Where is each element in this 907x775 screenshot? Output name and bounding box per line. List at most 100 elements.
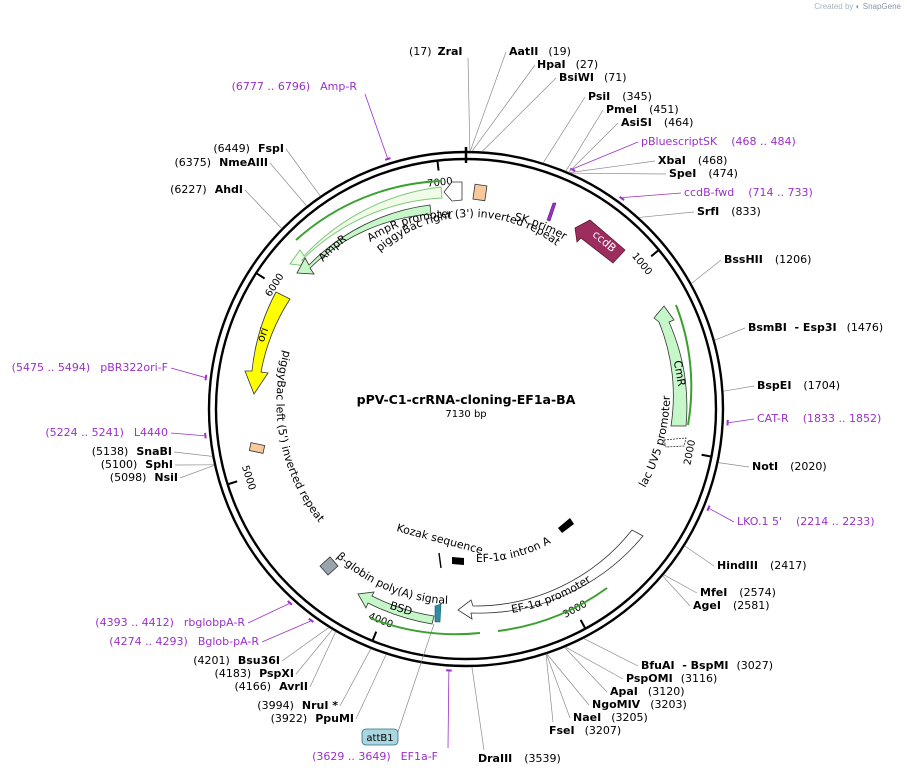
enzyme-site: FseI(3207) [549,724,621,737]
enzyme-site: (5098)NsiI [110,471,178,484]
enzyme-site: BsmBI - Esp3I(1476) [748,321,883,334]
primer-site: (4393 .. 4412)rbglobpA-R [95,616,245,629]
feature-ori: ori [244,291,291,395]
enzyme-leader-line [684,545,715,567]
enzyme-leader-line [471,64,536,152]
feature-label-cmr: CmR [671,359,688,387]
enzyme-site: NaeI(3205) [573,711,648,724]
snapgene-logo-icon: ◐ [855,2,861,11]
enzyme-site: NgoMIV(3203) [592,698,687,711]
feature-label-beta-globin: β-globin poly(A) signal [334,550,448,607]
primer-leader-line [247,603,290,624]
primer-mark [619,195,625,201]
enzyme-leader-line [295,629,333,675]
scale-tick-label: 7000 [427,176,454,190]
primer-leader-line [728,418,755,424]
enzyme-leader-line [663,574,698,594]
enzyme-site: BsiWI(71) [559,71,627,84]
enzyme-leader-line [583,638,639,667]
enzyme-site: SpeI(474) [669,167,738,180]
credit-text: Created by [814,2,854,11]
enzyme-leader-line [281,627,330,662]
feature-label-ef1-intron-a: EF-1α intron A [476,534,553,565]
feature-label-ampr: AmpR [316,232,350,264]
enzyme-site: ApaI(3120) [610,685,684,698]
primer-site: (5224 .. 5241)L4440 [45,426,168,439]
svg-text:β-globin poly(A) signal: β-globin poly(A) signal [334,550,448,607]
enzyme-site: AsiSI(464) [621,116,693,129]
enzyme-site: (4183)PspXI [215,667,294,680]
enzyme-site: (4166)AvrII [235,680,308,693]
feature-beta-globin-polya: β-globin poly(A) signal [319,550,448,607]
enzyme-leader-line [339,648,372,707]
enzyme-leader-line [471,666,485,751]
enzyme-leader-line [638,211,695,218]
enzyme-leader-line [564,647,608,693]
primer-site: LKO.1 5'(2214 .. 2233) [737,515,875,528]
enzyme-site: PmeI(451) [606,103,679,116]
enzyme-site: BspEI(1704) [757,379,840,392]
feature-cmr: CmR [653,304,693,427]
enzyme-leader-line [469,51,507,152]
primer-mark [706,505,711,512]
scale-tick [436,160,440,171]
scale-tick-label: 1000 [629,251,654,278]
enzyme-leader-line [723,385,755,392]
primer-mark [204,374,208,381]
svg-text:AmpR: AmpR [316,232,350,264]
enzyme-leader-line [542,96,586,164]
enzyme-leader-line [565,646,624,680]
scale-tick-label: 2000 [683,439,699,466]
primer-site: (3629 .. 3649)EF1a-F [312,750,438,763]
scale-tick [701,453,712,458]
primer-mark [204,432,207,439]
primer-site: ccdB-fwd(714 .. 733) [684,186,813,199]
enzyme-site: BssHII(1206) [724,253,811,266]
enzyme-leader-line [269,162,307,207]
feature-label-kozak: Kozak sequence [395,521,484,557]
primer-site: pBluescriptSK(468 .. 484) [641,135,796,148]
enzyme-site: (6449)FspI [213,142,284,155]
enzyme-site: PsiI(345) [588,90,652,103]
primer-site: CAT-R(1833 .. 1852) [757,412,881,425]
primer-leader-line [170,367,206,378]
enzyme-site: (4201)Bsu36I [193,654,280,667]
svg-text:piggyBac left (5') inverted re: piggyBac left (5') inverted repeat [273,349,327,525]
enzyme-leader-line [691,259,722,284]
enzyme-site: (5100)SphI [101,458,173,471]
enzyme-leader-line [355,654,387,720]
enzyme-site: (3922)PpuMI [271,712,354,725]
enzyme-leader-line [662,575,691,607]
enzyme-site: (6375)NmeAIII [175,156,269,169]
primer-site: (5475 .. 5494)pBR322ori-F [12,361,168,374]
feature-ccdb: ccdB [574,219,626,264]
primer-leader-line [622,192,682,198]
plasmid-name: pPV-C1-crRNA-cloning-EF1a-BA [357,392,576,407]
enzyme-leader-line [481,77,557,152]
primer-leader-line [261,620,311,643]
enzyme-leader-line [285,148,321,197]
scale-tick-label: 5000 [239,464,257,492]
feature-label-ori: ori [254,326,271,344]
enzyme-site: XbaI(468) [658,154,727,167]
primer-leader-line [572,141,639,170]
feature-attb1-badge: attB1 [361,623,435,746]
enzyme-leader-line [545,654,554,723]
feature-label-piggybac-left: piggyBac left (5') inverted repeat [273,349,327,525]
enzyme-site: SrfI(833) [697,205,761,218]
plasmid-length: 7130 bp [445,409,486,420]
enzyme-leader-line [173,451,213,457]
enzyme-site: AatII(19) [509,45,571,58]
enzyme-leader-line [714,327,746,341]
primer-site: (6777 .. 6796)Amp-R [232,80,358,93]
primer-mark [384,157,391,161]
enzyme-leader-line [179,464,215,479]
feature-bsd: BSD [357,591,481,636]
primer-leader-line [709,508,735,523]
enzyme-leader-line [244,189,282,229]
enzyme-leader-line [570,172,667,175]
enzyme-site: NotI(2020) [752,460,827,473]
scale-tick [579,619,587,630]
primer-leader-line [170,432,205,437]
feature-label-attb1: attB1 [366,733,393,744]
